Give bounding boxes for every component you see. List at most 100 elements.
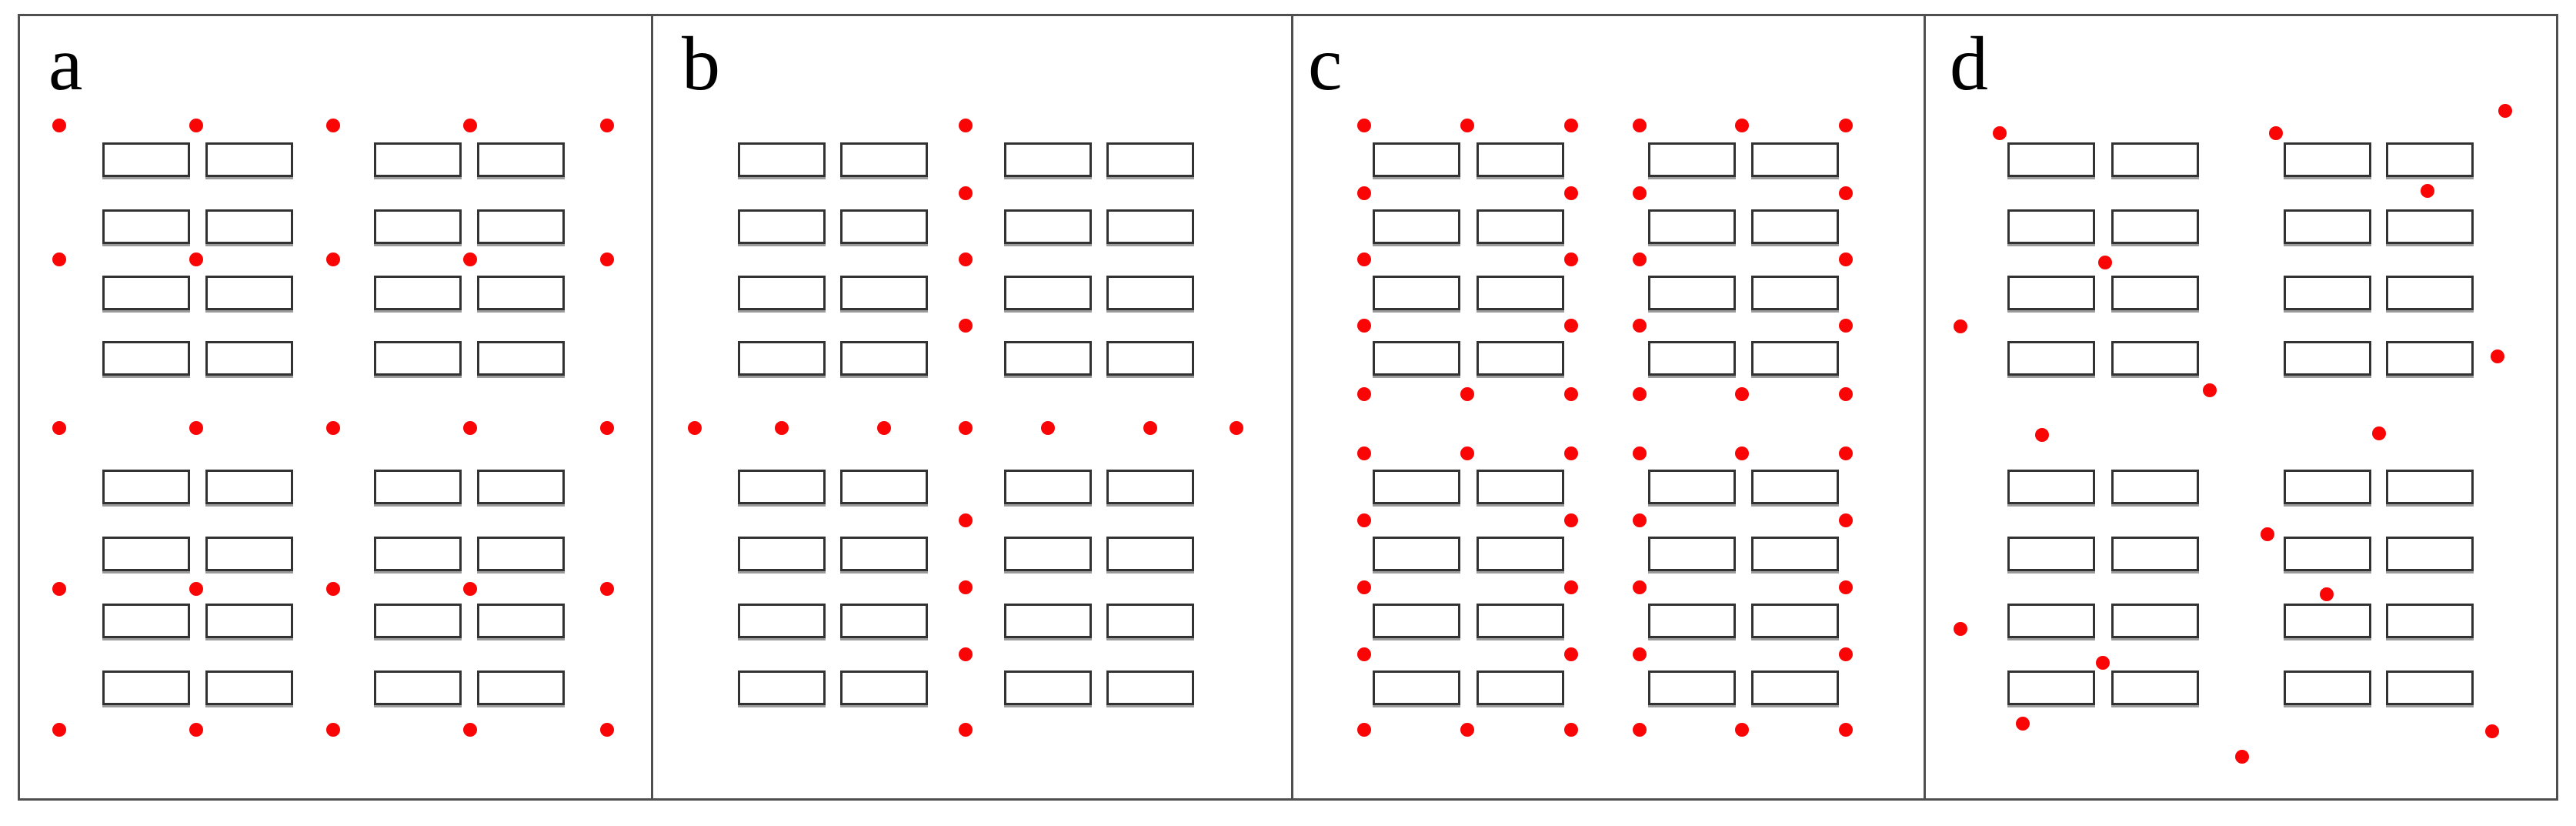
desk-panel-d (2284, 341, 2371, 376)
desk-panel-d (2386, 341, 2474, 376)
desk-panel-d (2284, 142, 2371, 177)
desk-panel-d (2284, 537, 2371, 571)
desk-panel-a (477, 276, 565, 310)
sensor-dot-panel-b (959, 119, 973, 132)
desk-panel-c (1477, 209, 1564, 244)
sensor-dot-panel-b (775, 421, 789, 435)
desk-panel-a (477, 209, 565, 244)
desk-panel-b (840, 341, 928, 376)
desk-panel-a (205, 276, 293, 310)
sensor-dot-panel-b (959, 252, 973, 266)
desk-panel-d (2284, 209, 2371, 244)
desk-panel-a (374, 209, 462, 244)
desk-panel-d (2111, 604, 2199, 638)
desk-panel-a (477, 470, 565, 504)
desk-panel-c (1477, 276, 1564, 310)
sensor-dot-panel-c (1735, 119, 1749, 132)
sensor-dot-panel-a (52, 582, 66, 596)
desk-panel-b (738, 470, 826, 504)
desk-panel-b (840, 670, 928, 705)
sensor-dot-panel-c (1460, 446, 1474, 460)
sensor-dot-panel-c (1633, 119, 1647, 132)
sensor-dot-panel-c (1735, 446, 1749, 460)
desk-panel-c (1648, 604, 1736, 638)
sensor-dot-panel-a (600, 421, 614, 435)
sensor-dot-panel-c (1357, 319, 1371, 333)
sensor-dot-panel-a (326, 582, 340, 596)
sensor-dot-panel-c (1357, 446, 1371, 460)
desk-panel-c (1648, 537, 1736, 571)
panel-label-a: a (48, 21, 83, 106)
sensor-dot-panel-c (1564, 119, 1578, 132)
sensor-dot-panel-c (1357, 387, 1371, 401)
sensor-dot-panel-c (1633, 647, 1647, 661)
sensor-dot-panel-a (52, 421, 66, 435)
sensor-dot-panel-b (1041, 421, 1055, 435)
desk-panel-a (374, 537, 462, 571)
desk-panel-d (2007, 537, 2095, 571)
desk-panel-d (2386, 209, 2474, 244)
desk-panel-d (2111, 470, 2199, 504)
sensor-dot-panel-c (1564, 580, 1578, 594)
sensor-dot-panel-c (1357, 647, 1371, 661)
sensor-dot-panel-c (1564, 319, 1578, 333)
sensor-dot-panel-d (1954, 319, 1967, 333)
sensor-dot-panel-a (326, 119, 340, 132)
sensor-dot-panel-b (959, 723, 973, 737)
desk-panel-d (2111, 341, 2199, 376)
desk-panel-c (1648, 209, 1736, 244)
desk-panel-b (1004, 276, 1092, 310)
desk-panel-a (205, 341, 293, 376)
desk-panel-d (2386, 670, 2474, 705)
desk-panel-b (1004, 470, 1092, 504)
desk-panel-a (477, 341, 565, 376)
desk-panel-b (738, 604, 826, 638)
desk-panel-b (738, 142, 826, 177)
desk-panel-c (1751, 670, 1839, 705)
desk-panel-c (1477, 142, 1564, 177)
desk-panel-d (2284, 670, 2371, 705)
desk-panel-d (2007, 276, 2095, 310)
sensor-dot-panel-a (600, 723, 614, 737)
desk-panel-d (2007, 142, 2095, 177)
desk-panel-d (2007, 604, 2095, 638)
desk-panel-a (374, 470, 462, 504)
sensor-dot-panel-c (1357, 119, 1371, 132)
sensor-dot-panel-c (1839, 723, 1853, 737)
sensor-dot-panel-c (1633, 446, 1647, 460)
desk-panel-b (1106, 341, 1194, 376)
desk-panel-d (2386, 142, 2474, 177)
sensor-dot-panel-a (463, 119, 477, 132)
desk-panel-d (2007, 341, 2095, 376)
desk-panel-b (1004, 537, 1092, 571)
sensor-dot-panel-c (1633, 186, 1647, 200)
desk-panel-d (2386, 470, 2474, 504)
desk-panel-c (1751, 341, 1839, 376)
sensor-dot-panel-a (189, 723, 203, 737)
desk-panel-d (2111, 142, 2199, 177)
desk-panel-d (2111, 276, 2199, 310)
desk-panel-d (2111, 537, 2199, 571)
sensor-dot-panel-c (1633, 580, 1647, 594)
desk-panel-b (738, 670, 826, 705)
desk-panel-c (1648, 276, 1736, 310)
desk-panel-a (102, 276, 190, 310)
sensor-dot-panel-c (1839, 252, 1853, 266)
sensor-dot-panel-c (1839, 647, 1853, 661)
sensor-dot-panel-c (1735, 723, 1749, 737)
desk-panel-b (1106, 604, 1194, 638)
desk-panel-a (205, 670, 293, 705)
desk-panel-d (2007, 209, 2095, 244)
sensor-dot-panel-a (52, 723, 66, 737)
sensor-dot-panel-a (463, 252, 477, 266)
desk-panel-c (1373, 341, 1460, 376)
desk-panel-b (738, 276, 826, 310)
sensor-dot-panel-c (1460, 387, 1474, 401)
desk-panel-b (738, 209, 826, 244)
sensor-dot-panel-d (2498, 104, 2512, 118)
sensor-dot-panel-c (1460, 119, 1474, 132)
desk-panel-d (2111, 670, 2199, 705)
sensor-dot-panel-d (2372, 426, 2386, 440)
sensor-dot-panel-d (1954, 622, 1967, 636)
